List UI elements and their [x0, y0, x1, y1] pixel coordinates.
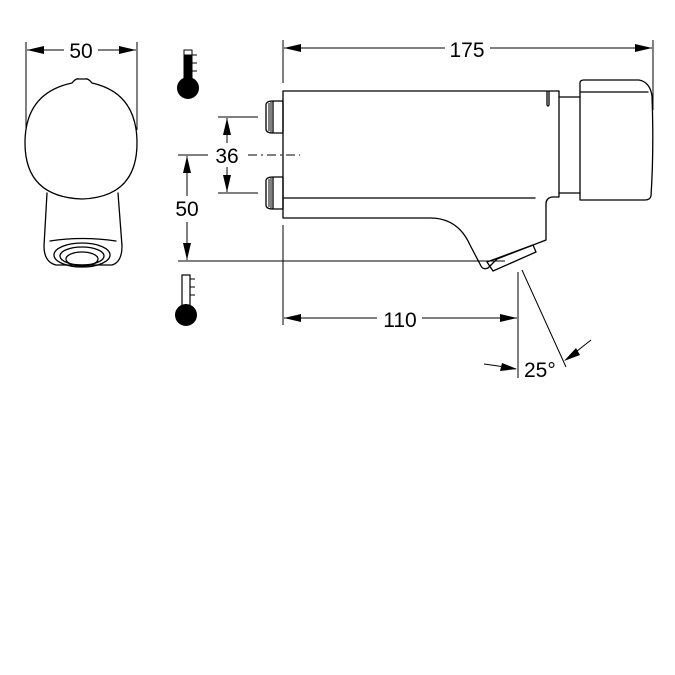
outlet-nozzle	[486, 244, 537, 272]
thermometer-low-icon	[175, 274, 197, 326]
inlet-spacing-label: 36	[215, 145, 238, 168]
front-view: 50	[24, 36, 138, 268]
front-width-dimension: 50	[25, 36, 138, 130]
tap-body	[282, 90, 560, 270]
cold-inlet-fitting	[265, 176, 284, 210]
front-aerator	[53, 242, 111, 268]
inlet-height-dimension: 50	[175, 154, 505, 262]
spout-projection-label: 110	[383, 309, 416, 332]
front-handle	[24, 78, 138, 200]
hot-inlet-fitting	[265, 100, 284, 134]
front-width-label: 50	[69, 40, 92, 63]
thermometer-full-icon	[177, 49, 199, 99]
outlet-angle-dimension: 25°	[483, 269, 592, 382]
inlet-spacing-dimension: 36	[215, 116, 258, 194]
inlet-height-label: 50	[175, 198, 198, 221]
side-view: 175	[175, 39, 654, 382]
overall-length-label: 175	[449, 39, 484, 62]
outlet-angle-label: 25°	[524, 359, 556, 382]
overall-length-dimension: 175	[282, 39, 654, 110]
push-button-cap	[579, 79, 654, 201]
spout-projection-dimension: 110	[282, 225, 519, 378]
